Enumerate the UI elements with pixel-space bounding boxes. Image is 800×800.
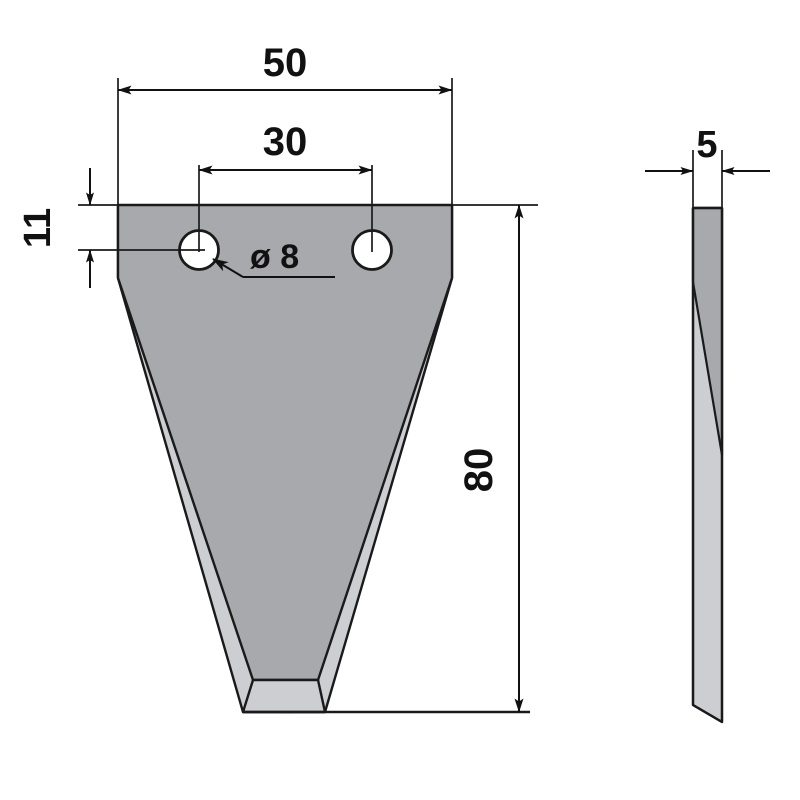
extension-lines	[78, 78, 723, 252]
dim-label-5: 5	[696, 124, 717, 166]
front-tip-facet	[241, 678, 327, 714]
dimension-overall-width: 50	[117, 41, 453, 95]
dimension-hole-edge-distance: 11	[17, 168, 94, 288]
dim-label-80: 80	[457, 448, 501, 493]
callout-label-diameter: ø 8	[250, 238, 299, 276]
side-outline	[691, 206, 724, 724]
dimension-overall-height: 80	[457, 204, 524, 713]
callout-leader-arrow	[212, 258, 244, 278]
side-view	[691, 206, 724, 724]
hole-diameter-callout: ø 8	[212, 238, 335, 278]
dimension-hole-spacing: 30	[198, 120, 373, 175]
dim-label-11: 11	[17, 208, 59, 248]
dimension-thickness: 5	[645, 124, 770, 175]
dim-label-50: 50	[263, 41, 308, 85]
dim-label-30: 30	[263, 120, 308, 164]
